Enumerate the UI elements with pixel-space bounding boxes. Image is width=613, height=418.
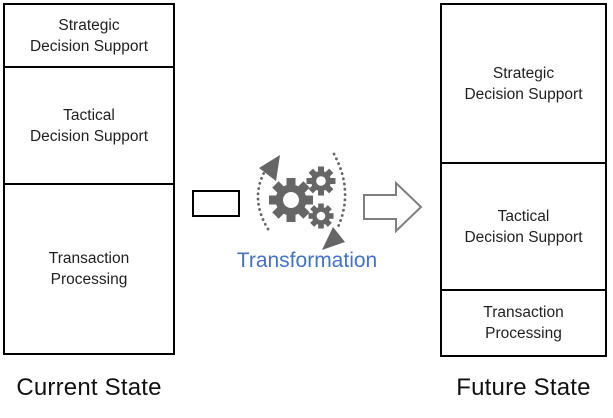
future-state-label: Future State xyxy=(456,374,591,401)
current-state-stack: Strategic Decision Support Tactical Deci… xyxy=(3,3,175,355)
current-state-label: Current State xyxy=(16,374,162,401)
rotation-arrows-icon xyxy=(256,152,347,250)
future-transaction-box: Transaction Processing xyxy=(442,291,605,355)
box-text-line: Tactical xyxy=(63,106,115,124)
gears-icon xyxy=(245,143,365,268)
future-tactical-box: Tactical Decision Support xyxy=(442,164,605,291)
current-strategic-box: Strategic Decision Support xyxy=(5,5,173,68)
small-rectangle xyxy=(192,190,240,217)
box-text-line: Decision Support xyxy=(464,228,583,246)
box-text-line: Processing xyxy=(485,325,562,342)
transformation-label: Transformation xyxy=(236,249,378,272)
box-text-line: Decision Support xyxy=(29,127,149,145)
block-arrow-right-icon xyxy=(363,180,423,234)
box-text-line: Transaction xyxy=(483,304,564,321)
box-text-line: Transaction xyxy=(48,250,130,267)
future-strategic-box: Strategic Decision Support xyxy=(442,5,605,164)
current-tactical-box: Tactical Decision Support xyxy=(5,68,173,185)
current-transaction-box: Transaction Processing xyxy=(5,185,173,353)
box-text-line: Decision Support xyxy=(29,37,149,55)
future-state-stack: Strategic Decision Support Tactical Deci… xyxy=(440,3,607,357)
box-text-line: Processing xyxy=(50,271,128,288)
box-text-line: Strategic xyxy=(492,64,555,82)
box-text-line: Strategic xyxy=(58,16,120,34)
box-text-line: Tactical xyxy=(497,207,550,225)
box-text-line: Decision Support xyxy=(464,85,583,103)
